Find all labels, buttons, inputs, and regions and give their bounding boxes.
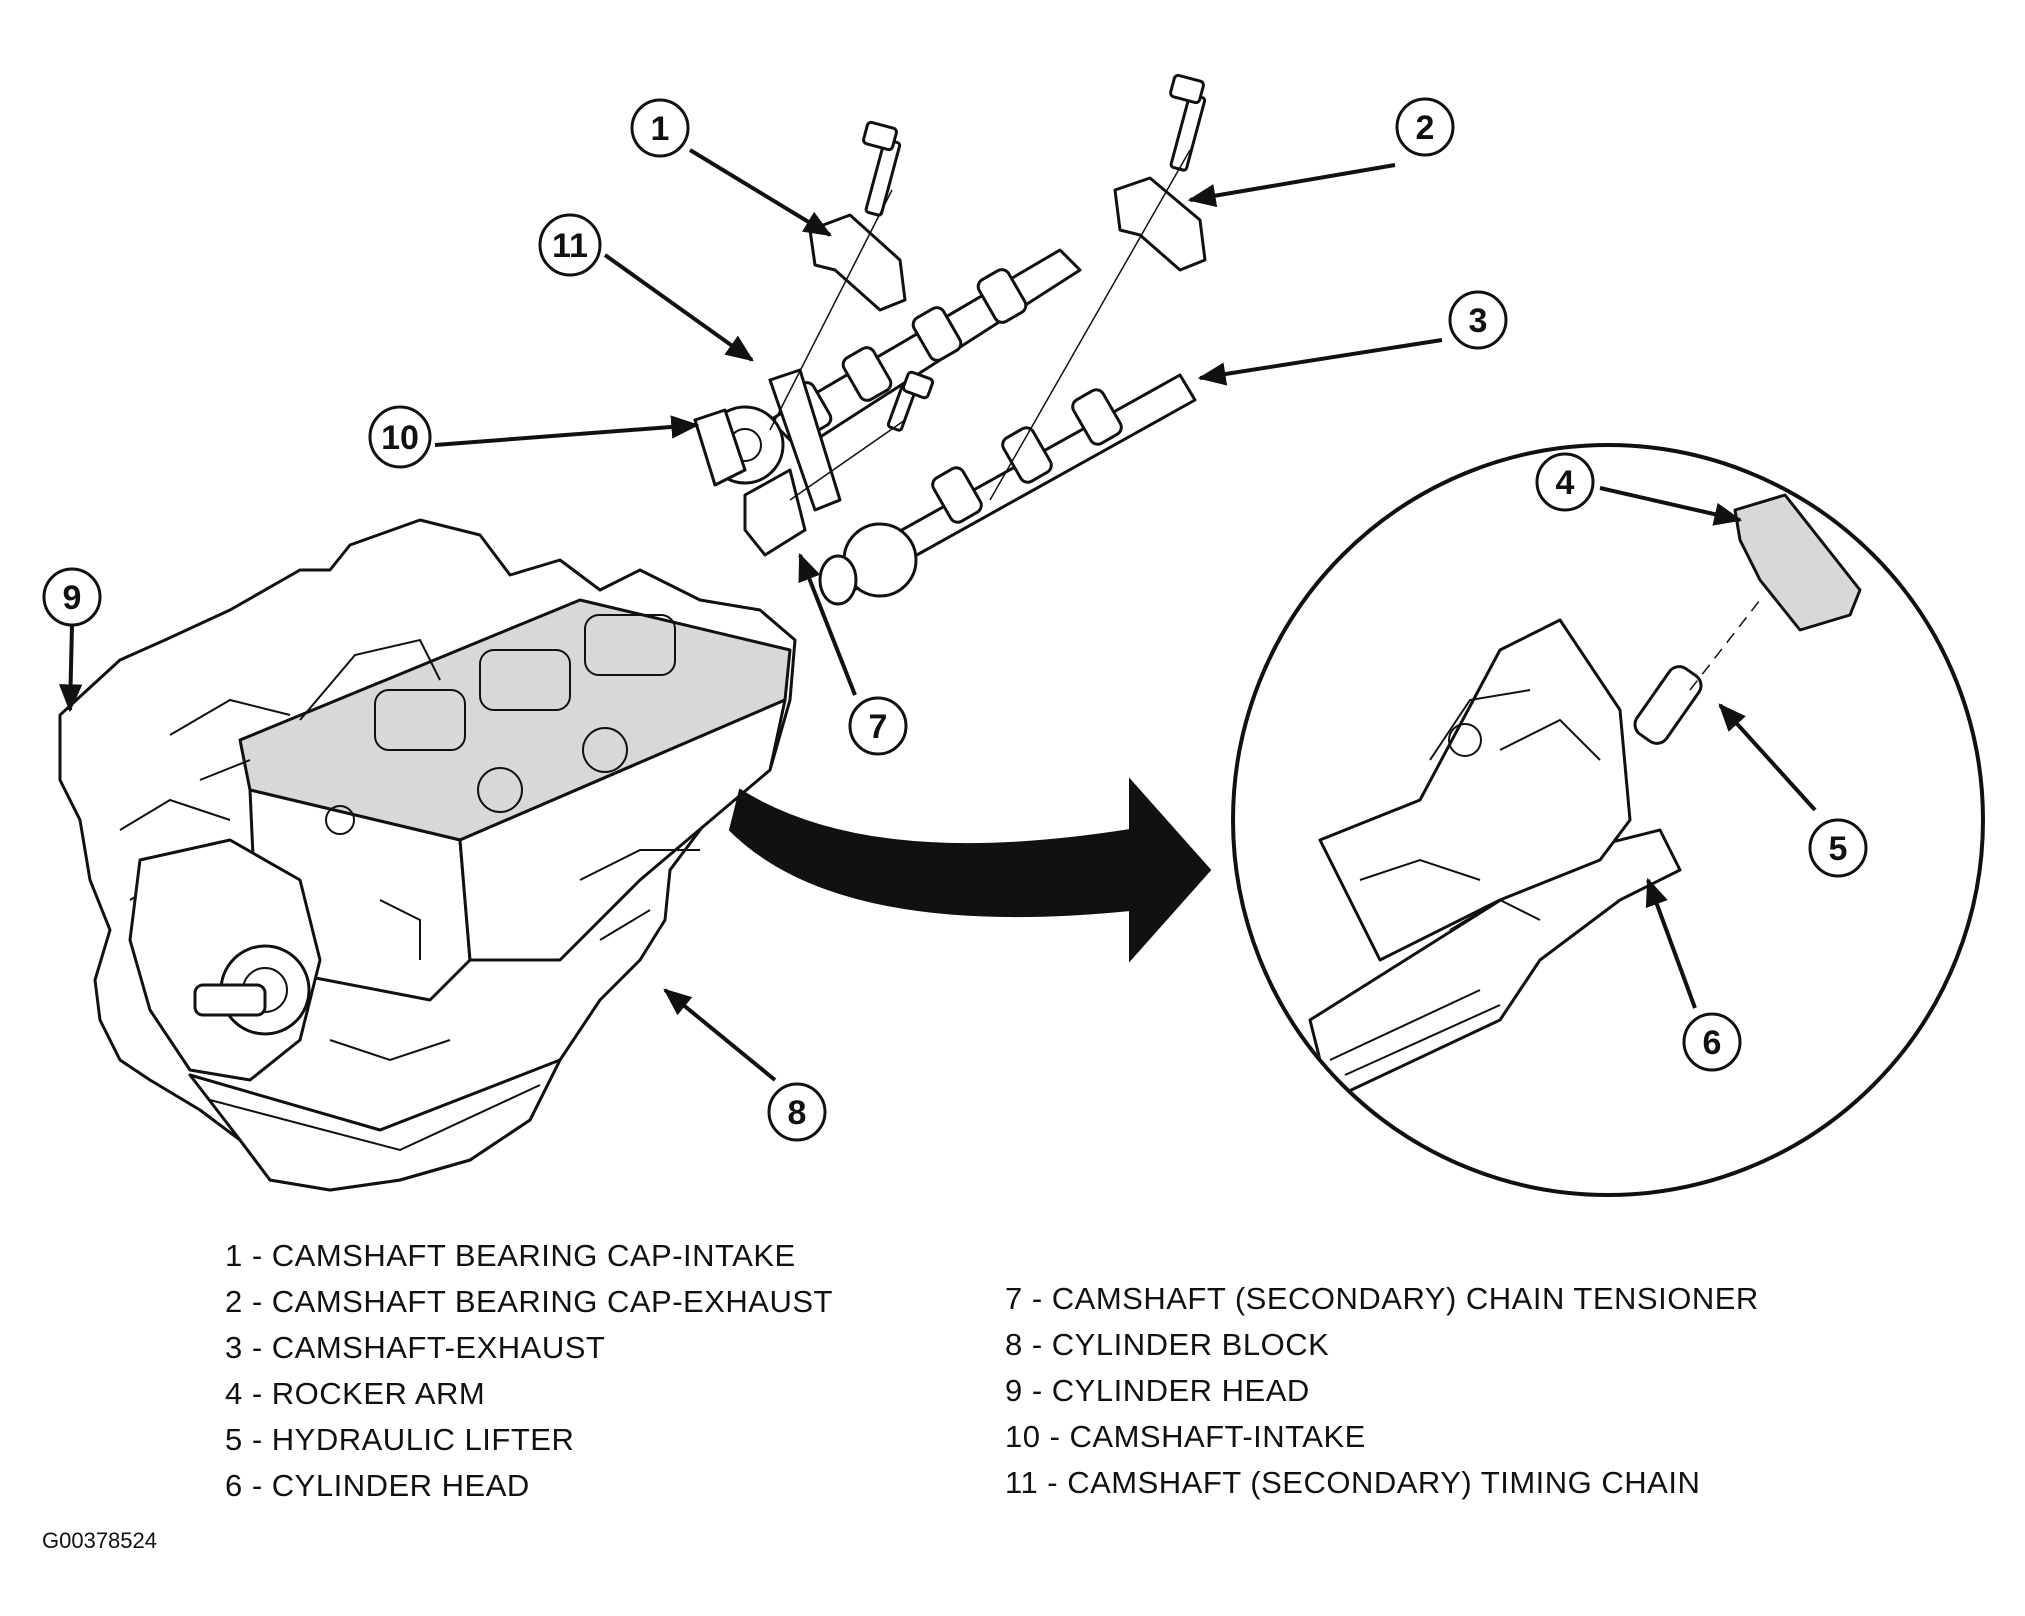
legend-item-5: 5 - HYDRAULIC LIFTER bbox=[225, 1422, 575, 1457]
legend-left-column: 1 - CAMSHAFT BEARING CAP-INTAKE 2 - CAMS… bbox=[225, 1233, 833, 1509]
callout-5: 5 bbox=[1808, 818, 1868, 878]
callout-2-label: 2 bbox=[1416, 109, 1435, 147]
legend-item-6: 6 - CYLINDER HEAD bbox=[225, 1468, 530, 1503]
legend-item-7: 7 - CAMSHAFT (SECONDARY) CHAIN TENSIONER bbox=[1005, 1281, 1759, 1316]
callout-4: 4 bbox=[1535, 452, 1595, 512]
callout-11-label: 11 bbox=[552, 227, 588, 265]
callout-3: 3 bbox=[1448, 290, 1508, 350]
legend-item-11: 11 - CAMSHAFT (SECONDARY) TIMING CHAIN bbox=[1005, 1465, 1701, 1500]
callout-3-label: 3 bbox=[1469, 302, 1488, 340]
callout-8: 8 bbox=[767, 1082, 827, 1142]
callout-6-label: 6 bbox=[1703, 1024, 1722, 1062]
engine-block-illustration bbox=[58, 518, 797, 1192]
callout-7-label: 7 bbox=[869, 708, 888, 746]
callout-1: 1 bbox=[630, 98, 690, 158]
legend-item-10: 10 - CAMSHAFT-INTAKE bbox=[1005, 1419, 1366, 1454]
callout-4-label: 4 bbox=[1556, 464, 1575, 502]
detail-magnified-view bbox=[1231, 443, 1985, 1197]
callout-7: 7 bbox=[848, 696, 908, 756]
callout-8-label: 8 bbox=[788, 1094, 807, 1132]
zoom-arrow-icon bbox=[728, 777, 1212, 963]
callout-6: 6 bbox=[1682, 1012, 1742, 1072]
legend-item-8: 8 - CYLINDER BLOCK bbox=[1005, 1327, 1330, 1362]
callout-11: 11 bbox=[538, 213, 602, 277]
callout-10: 10 bbox=[368, 405, 432, 469]
legend-item-1: 1 - CAMSHAFT BEARING CAP-INTAKE bbox=[225, 1238, 796, 1273]
callout-1-label: 1 bbox=[651, 110, 670, 148]
legend-item-9: 9 - CYLINDER HEAD bbox=[1005, 1373, 1310, 1408]
exhaust-camshaft-part bbox=[818, 373, 1197, 606]
callout-2: 2 bbox=[1395, 97, 1455, 157]
camshaft-assembly-illustration bbox=[693, 73, 1207, 606]
legend-item-2: 2 - CAMSHAFT BEARING CAP-EXHAUST bbox=[225, 1284, 833, 1319]
figure-id: G00378524 bbox=[42, 1528, 157, 1553]
legend-right-column: 7 - CAMSHAFT (SECONDARY) CHAIN TENSIONER… bbox=[1005, 1276, 1759, 1506]
callout-leaders bbox=[58, 148, 1817, 1082]
callout-9: 9 bbox=[42, 567, 102, 627]
callout-9-label: 9 bbox=[63, 579, 82, 617]
legend-item-4: 4 - ROCKER ARM bbox=[225, 1376, 486, 1411]
callout-10-label: 10 bbox=[381, 419, 419, 457]
legend-item-3: 3 - CAMSHAFT-EXHAUST bbox=[225, 1330, 606, 1365]
callout-5-label: 5 bbox=[1829, 830, 1848, 868]
